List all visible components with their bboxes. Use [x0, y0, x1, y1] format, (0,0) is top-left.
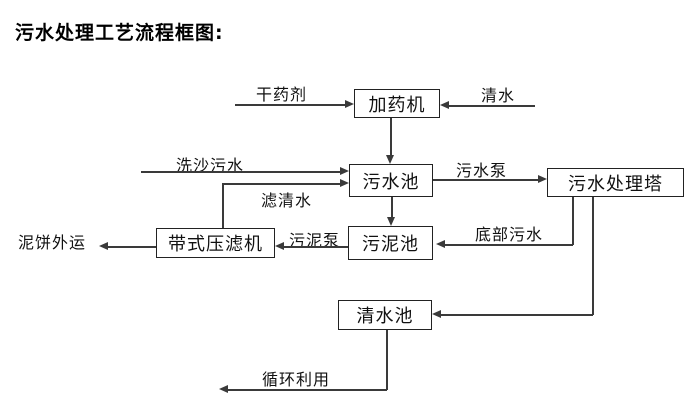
- line-bottom-sewage-vertical: [572, 197, 574, 245]
- line-mud-cake-out: [108, 246, 156, 248]
- line-tower-to-clear-horizontal: [440, 314, 593, 316]
- node-clear-water-pool: 清水池: [338, 300, 432, 330]
- node-dosing-machine: 加药机: [354, 89, 440, 118]
- line-sewage-pump: [433, 179, 539, 181]
- arrowhead-bottom-sewage: [436, 240, 445, 248]
- arrowhead-sewage-to-sludge: [387, 217, 395, 226]
- node-belt-filter-press: 带式压滤机: [156, 228, 275, 258]
- arrowhead-clear-water-in: [440, 101, 449, 109]
- edge-label-dry-chemical: 干药剂: [256, 85, 308, 104]
- edge-label-bottom-sewage: 底部污水: [475, 225, 544, 244]
- edge-label-filtered-water: 滤清水: [261, 191, 313, 210]
- arrowhead-sludge-pump: [275, 242, 284, 250]
- arrowhead-filtered-water: [340, 179, 349, 187]
- edge-label-sludge-pump: 污泥泵: [289, 231, 341, 250]
- node-sewage-pool: 污水池: [349, 164, 433, 197]
- line-sludge-pump: [283, 246, 348, 248]
- edge-label-sewage-pump: 污水泵: [456, 161, 508, 180]
- edge-label-recycling: 循环利用: [262, 370, 331, 389]
- line-dosing-to-sewage: [390, 118, 392, 156]
- edge-label-mud-cake-out: 泥饼外运: [18, 233, 87, 252]
- edge-label-sand-washing-sewage: 洗沙污水: [176, 156, 245, 175]
- arrowhead-recycling: [219, 385, 228, 393]
- node-treatment-tower: 污水处理塔: [547, 168, 684, 197]
- arrowhead-tower-to-clear: [432, 310, 441, 318]
- line-clear-water-in: [449, 105, 535, 107]
- edge-label-clear-water-in: 清水: [481, 86, 516, 105]
- node-sludge-pool: 污泥池: [348, 226, 433, 260]
- line-filtered-water-vertical: [222, 183, 224, 228]
- arrowhead-sewage-pump: [538, 175, 547, 183]
- arrowhead-dosing-to-sewage: [386, 155, 394, 164]
- line-sewage-to-sludge: [391, 197, 393, 218]
- line-clear-to-recycle-vertical: [386, 330, 388, 390]
- line-filtered-water-horizontal: [222, 183, 341, 185]
- arrowhead-mud-cake-out: [99, 242, 108, 250]
- arrowhead-dry-chemical: [345, 100, 354, 108]
- arrowhead-sand-washing-sewage: [340, 167, 349, 175]
- page-title: 污水处理工艺流程框图:: [15, 22, 224, 44]
- line-sand-washing-sewage: [141, 171, 341, 173]
- line-dry-chemical: [235, 104, 346, 106]
- line-tower-to-clear-vertical: [592, 197, 594, 315]
- line-recycling-horizontal: [228, 389, 387, 391]
- line-bottom-sewage-horizontal: [445, 244, 573, 246]
